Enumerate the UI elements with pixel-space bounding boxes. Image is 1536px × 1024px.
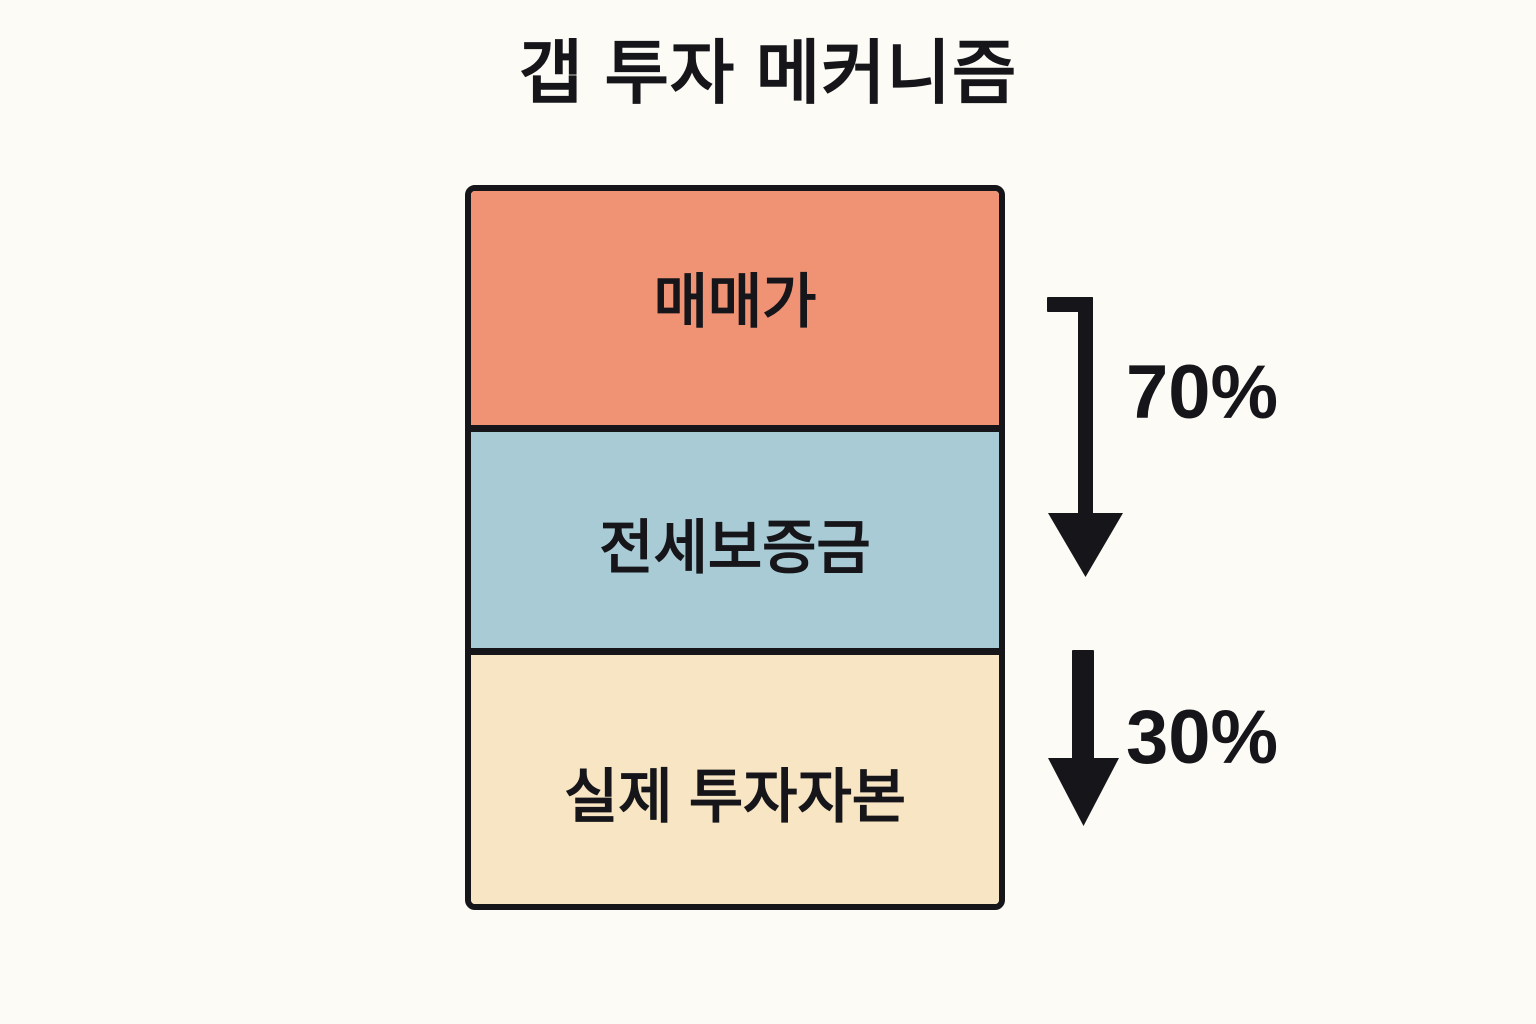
annotation-label-30: 30% — [1126, 695, 1279, 780]
band-sale-price-label: 매매가 — [653, 268, 817, 335]
band-jeonse-deposit-label: 전세보증금 — [599, 514, 871, 581]
band-jeonse-deposit: 전세보증금 — [471, 425, 999, 648]
page-title: 갭 투자 메커니즘 — [518, 34, 1018, 112]
down-arrow-icon — [1048, 650, 1119, 826]
band-sale-price: 매매가 — [471, 191, 999, 425]
band-actual-capital-label: 실제 투자자본 — [563, 764, 907, 831]
annotation-label-70: 70% — [1126, 350, 1279, 435]
down-arrow-with-bracket-icon — [1047, 297, 1123, 577]
band-actual-capital: 실제 투자자본 — [471, 648, 999, 904]
gap-investment-stack: 매매가 전세보증금 실제 투자자본 — [465, 185, 1005, 910]
